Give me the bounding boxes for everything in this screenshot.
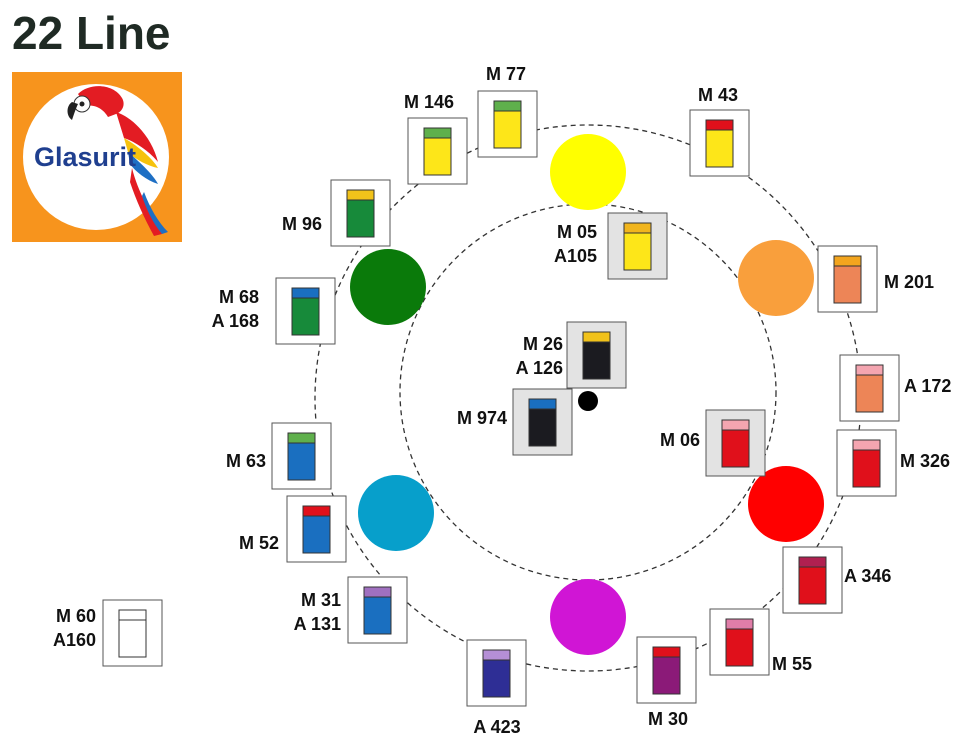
swatch-a346: A 346 [783,547,891,613]
swatch-label: A 346 [844,566,891,586]
swatch-label: M 146 [404,92,454,112]
paint-jar-lid [119,610,146,620]
swatch-a423: A 423 [467,640,526,737]
swatch-label: M 96 [282,214,322,234]
swatch-label: A105 [554,246,597,266]
paint-jar-lid [853,440,880,450]
paint-jar-lid [303,506,330,516]
yellow-hue [550,134,626,210]
swatch-label: M 55 [772,654,812,674]
swatch-label: M 52 [239,533,279,553]
swatch-m326: M 326 [837,430,950,496]
swatch-m26: M 26 A 126 [516,322,626,388]
paint-jar-lid [529,399,556,409]
paint-jar-lid [722,420,749,430]
paint-jar-lid [347,190,374,200]
swatch-label: M 77 [486,64,526,84]
swatch-m63: M 63 [226,423,331,489]
orange-hue [738,240,814,316]
swatch-m77: M 77 [478,64,537,157]
swatch-label: M 326 [900,451,950,471]
swatch-label: M 06 [660,430,700,450]
swatch-m60: M 60 A160 [53,600,162,666]
cyan-hue [358,475,434,551]
swatch-m31: M 31 A 131 [294,577,407,643]
swatch-label: A 126 [516,358,563,378]
paint-jar-lid [653,647,680,657]
swatch-m30: M 30 [637,637,696,729]
swatch-m55: M 55 [710,609,812,675]
swatch-label: A160 [53,630,96,650]
paint-jar-lid [292,288,319,298]
center-dot [578,391,598,411]
swatch-label: M 63 [226,451,266,471]
swatch-label: M 201 [884,272,934,292]
swatch-m974: M 974 [457,389,572,455]
paint-jar-lid [624,223,651,233]
swatch-label: M 30 [648,709,688,729]
swatch-m96: M 96 [282,180,390,246]
swatch-label: M 31 [301,590,341,610]
paint-jar-lid [288,433,315,443]
swatch-m201: M 201 [818,246,934,312]
swatch-label: M 68 [219,287,259,307]
swatch-label: A 168 [212,311,259,331]
red-hue [748,466,824,542]
swatch-m05: M 05 A105 [554,213,667,279]
swatch-label: M 43 [698,85,738,105]
paint-jar-lid [583,332,610,342]
paint-jar-lid [364,587,391,597]
swatch-m06: M 06 [660,410,765,476]
swatch-m68: M 68 A 168 [212,278,335,344]
swatch-m52: M 52 [239,496,346,562]
swatch-label: M 26 [523,334,563,354]
paint-jar-lid [494,101,521,111]
swatch-label: A 131 [294,614,341,634]
swatch-label: A 423 [473,717,520,737]
paint-jar-lid [706,120,733,130]
swatch-label: M 60 [56,606,96,626]
swatch-label: A 172 [904,376,951,396]
swatch-label: M 05 [557,222,597,242]
swatch-label: M 974 [457,408,507,428]
swatch-m146: M 146 [404,92,467,184]
paint-jar-lid [726,619,753,629]
paint-jar-lid [856,365,883,375]
paint-jar-lid [424,128,451,138]
paint-jar-lid [799,557,826,567]
swatch-m43: M 43 [690,85,749,176]
green-hue [350,249,426,325]
swatch-a172: A 172 [840,355,951,421]
paint-jar-lid [483,650,510,660]
magenta-hue [550,579,626,655]
paint-jar-lid [834,256,861,266]
